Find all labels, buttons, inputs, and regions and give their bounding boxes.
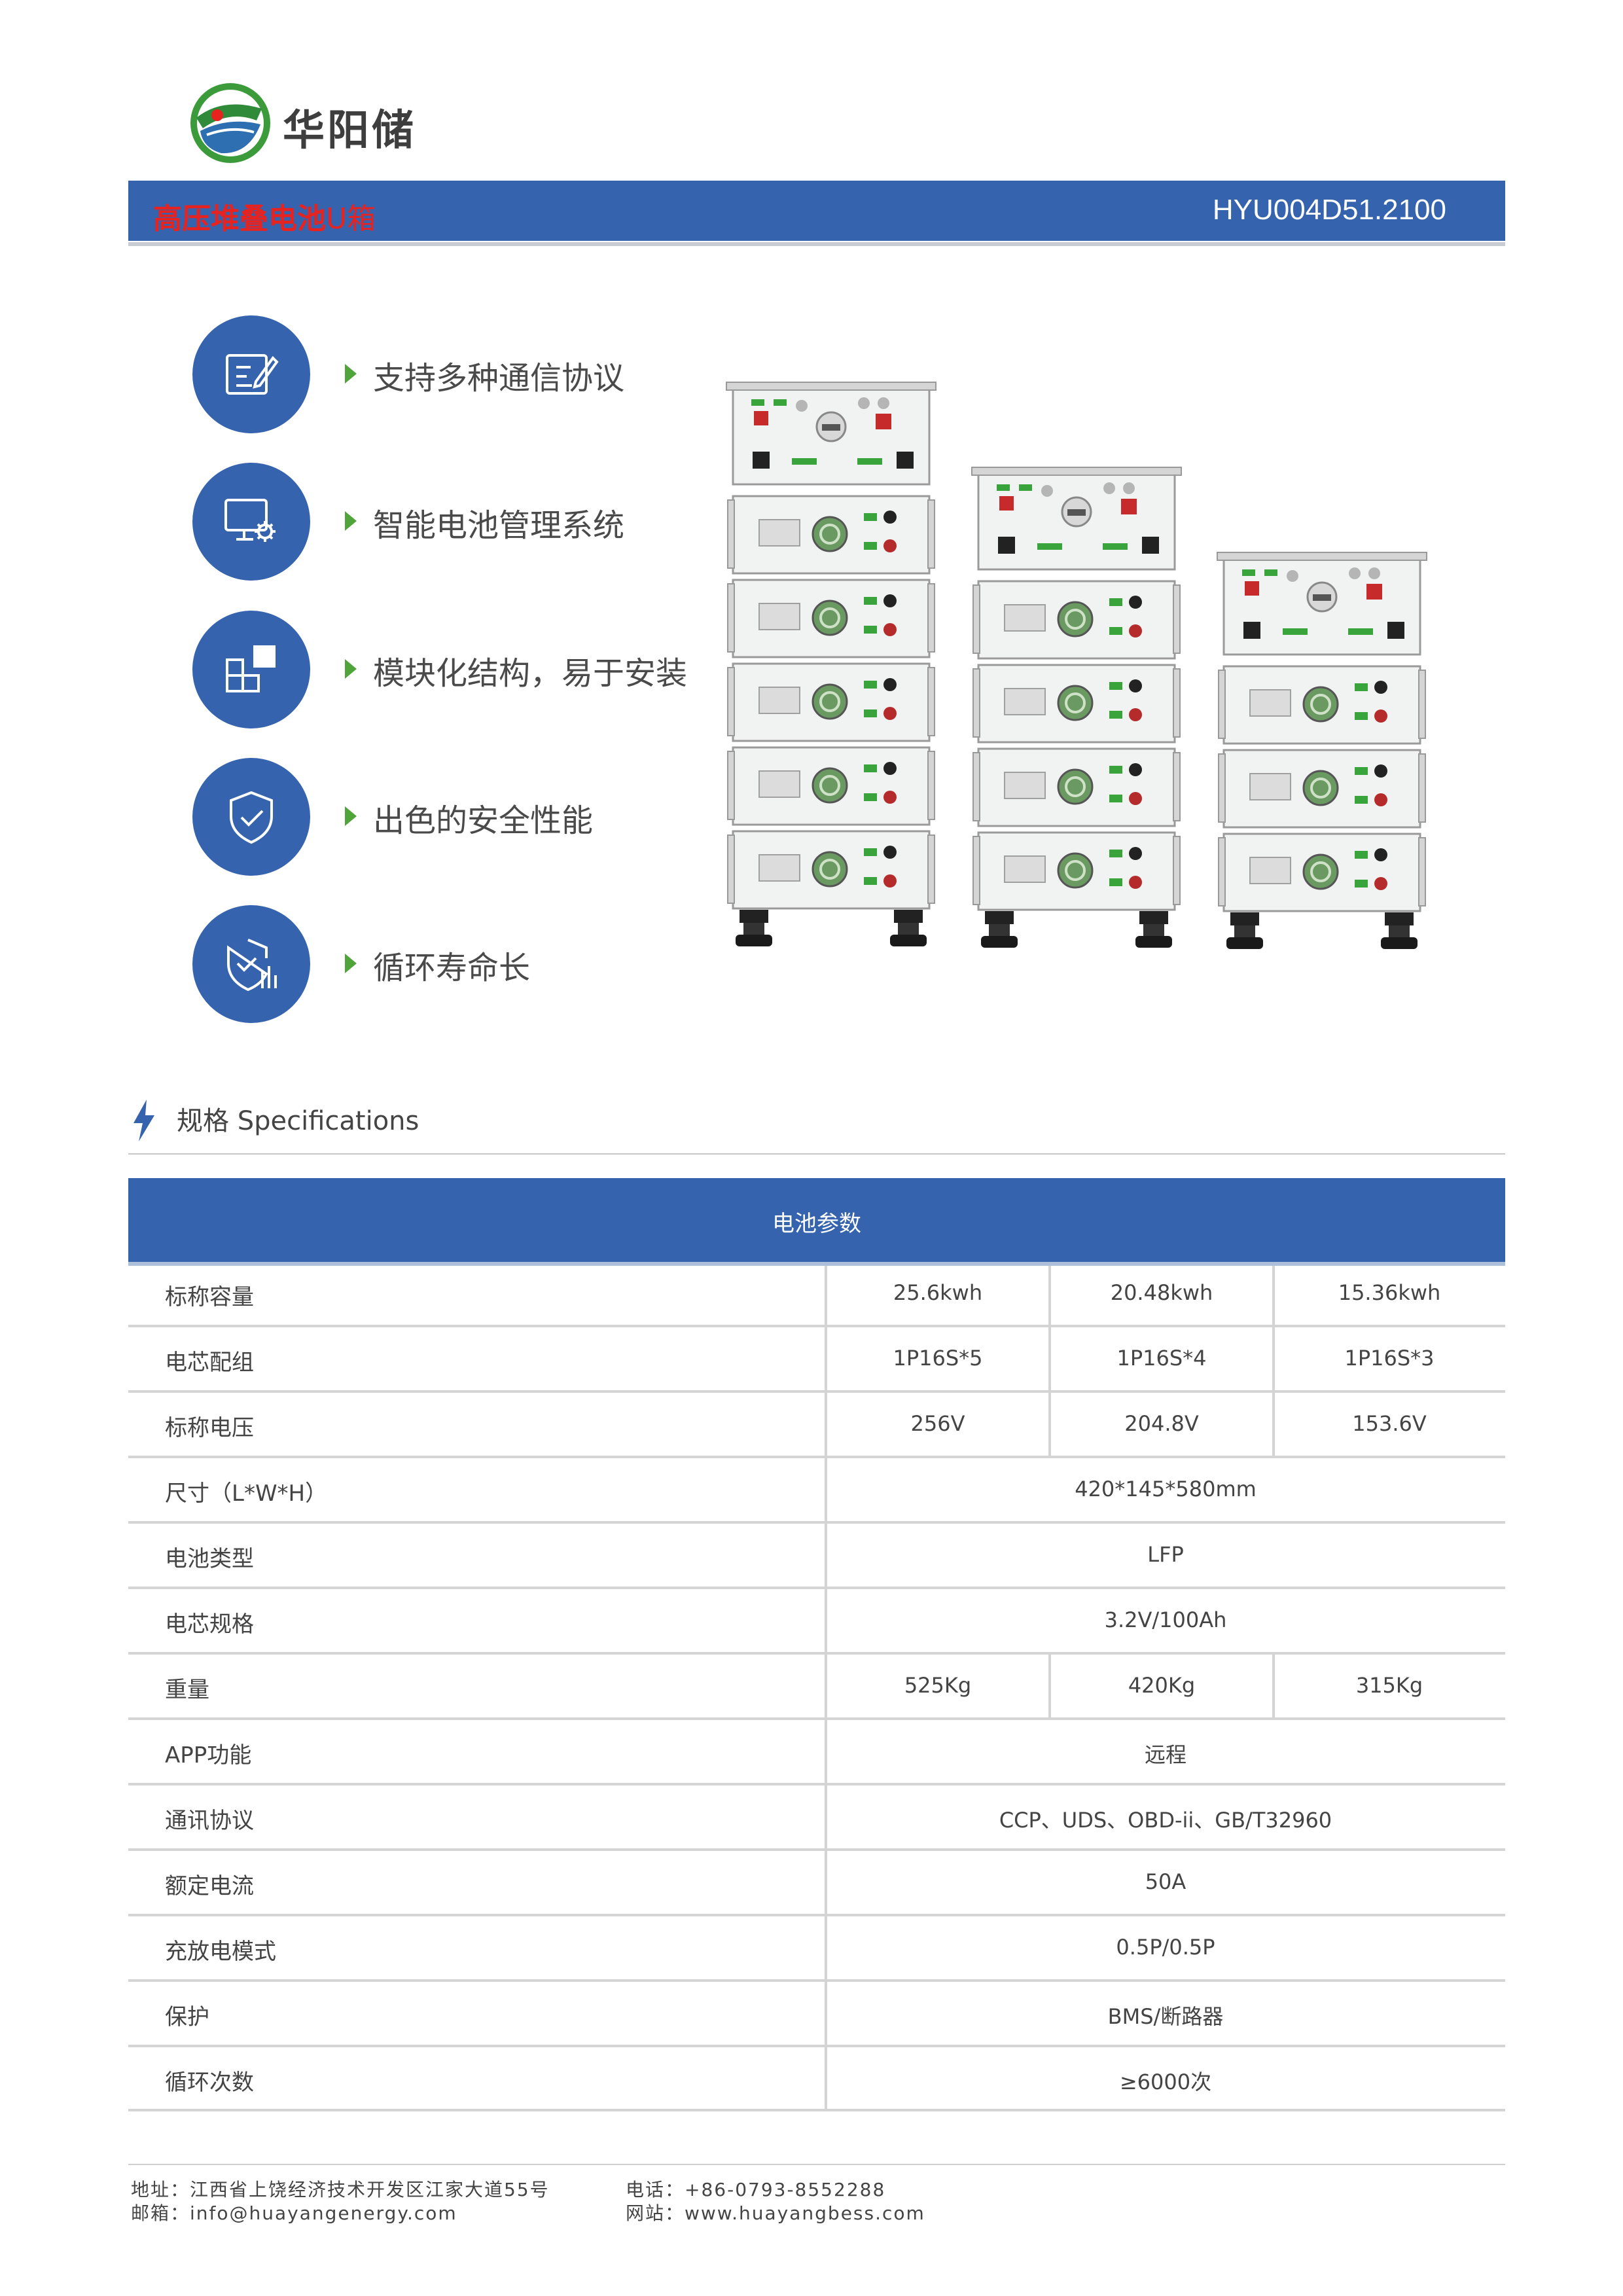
spec-value: 1P16S*5 — [893, 1346, 983, 1371]
spec-value: 525Kg — [904, 1673, 972, 1698]
row-divider — [128, 1848, 1505, 1851]
brand-name: 华阳储 — [283, 107, 416, 155]
spec-label: 电芯配组 — [165, 1350, 254, 1376]
column-divider — [1272, 1655, 1275, 1720]
footer-website: 网站：www.huayangbess.com — [626, 2202, 925, 2224]
table-bottom-border — [128, 2109, 1505, 2111]
shield-check-icon — [192, 758, 310, 876]
spec-value: BMS/断路器 — [1107, 2004, 1224, 2029]
spec-value: 1P16S*4 — [1116, 1346, 1207, 1371]
bullet-arrow-icon — [345, 364, 357, 384]
feature-label: 循环寿命长 — [373, 950, 531, 986]
column-divider — [1048, 1655, 1051, 1720]
battery-cabinets-image — [725, 381, 1428, 949]
spec-value: 153.6V — [1352, 1411, 1427, 1436]
model-number: HYU004D51.2100 — [1212, 194, 1446, 226]
spec-value: 315Kg — [1355, 1673, 1423, 1698]
feature-label: 模块化结构，易于安装 — [373, 655, 688, 692]
spec-label: 标称容量 — [165, 1284, 254, 1310]
spec-value: 256V — [910, 1411, 965, 1436]
spec-label: 电芯规格 — [165, 1611, 254, 1638]
feature-label: 出色的安全性能 — [373, 802, 594, 839]
spec-label: 充放电模式 — [165, 1939, 276, 1965]
lightning-bolt-icon — [134, 1100, 154, 1141]
bullet-arrow-icon — [345, 806, 357, 826]
row-divider — [128, 1717, 1505, 1720]
column-divider — [1272, 1266, 1275, 1458]
specifications-heading: 规格 Specifications — [177, 1106, 419, 1136]
spec-value: 3.2V/100Ah — [1104, 1607, 1227, 1632]
spec-value: 25.6kwh — [893, 1280, 983, 1305]
row-divider — [128, 1521, 1505, 1524]
footer-phone: 电话：+86-0793-8552288 — [626, 2179, 886, 2200]
row-divider — [128, 1979, 1505, 1982]
spec-value: 50A — [1145, 1869, 1186, 1894]
monitor-gear-icon — [192, 463, 310, 581]
spec-label: 通讯协议 — [165, 1808, 254, 1834]
bullet-arrow-icon — [345, 511, 357, 531]
modules-grid-icon — [192, 611, 310, 728]
spec-value: ≥6000次 — [1119, 2070, 1212, 2094]
spec-value: 1P16S*3 — [1344, 1346, 1435, 1371]
spec-label: 标称电压 — [165, 1415, 254, 1441]
row-divider — [128, 1325, 1505, 1327]
table-title: 电池参数 — [772, 1211, 861, 1237]
title-bar — [128, 181, 1505, 241]
spec-label: 重量 — [165, 1677, 209, 1703]
title-underline — [128, 242, 1505, 246]
shield-chart-icon — [192, 905, 310, 1023]
column-divider — [825, 1266, 827, 2111]
table-header-underline — [128, 1262, 1505, 1266]
bullet-arrow-icon — [345, 659, 357, 679]
spec-label: 额定电流 — [165, 1873, 254, 1899]
row-divider — [128, 1456, 1505, 1458]
footer-email: 邮箱：info@huayangenergy.com — [131, 2202, 457, 2224]
spec-label: 尺寸（L*W*H） — [165, 1480, 328, 1507]
row-divider — [128, 2045, 1505, 2047]
spec-value: 20.48kwh — [1110, 1280, 1213, 1305]
heading-divider — [128, 1153, 1505, 1155]
spec-value: 420*145*580mm — [1075, 1477, 1257, 1501]
row-divider — [128, 1783, 1505, 1785]
row-divider — [128, 1587, 1505, 1589]
footer-divider — [128, 2164, 1505, 2165]
spec-value: CCP、UDS、OBD-ii、GB/T32960 — [999, 1808, 1332, 1833]
spec-label: APP功能 — [165, 1742, 252, 1768]
spec-label: 循环次数 — [165, 2070, 254, 2096]
column-divider — [1048, 1266, 1051, 1458]
row-divider — [128, 1914, 1505, 1916]
spec-value: 远程 — [1144, 1742, 1186, 1767]
table-header — [128, 1178, 1505, 1262]
feature-label: 智能电池管理系统 — [373, 507, 625, 544]
product-title-suffix: U箱 — [326, 202, 376, 236]
product-title-main: 高压堆叠电池 — [153, 202, 326, 236]
document-edit-icon — [192, 315, 310, 433]
feature-label: 支持多种通信协议 — [373, 360, 625, 397]
spec-value: 15.36kwh — [1338, 1280, 1441, 1305]
row-divider — [128, 1390, 1505, 1393]
bullet-arrow-icon — [345, 954, 357, 973]
spec-value: 0.5P/0.5P — [1116, 1935, 1215, 1960]
spec-value: 204.8V — [1124, 1411, 1199, 1436]
footer-address: 地址：江西省上饶经济技术开发区江家大道55号 — [131, 2179, 550, 2200]
spec-label: 电池类型 — [165, 1546, 254, 1572]
row-divider — [128, 1652, 1505, 1655]
spec-value: LFP — [1147, 1542, 1184, 1567]
spec-label: 保护 — [165, 2004, 209, 2030]
company-logo — [190, 83, 270, 163]
spec-value: 420Kg — [1128, 1673, 1196, 1698]
product-title: 高压堆叠电池U箱 — [153, 195, 376, 237]
